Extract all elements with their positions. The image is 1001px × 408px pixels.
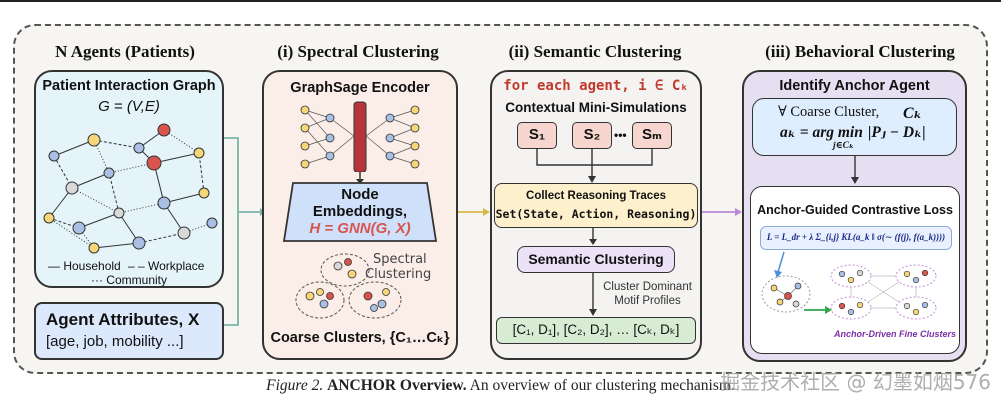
forall-symbol: Cₖ xyxy=(903,105,923,122)
heading-behavioral: (iii) Behavioral Clustering xyxy=(765,42,955,61)
figure-caption: Figure 2. ANCHOR Overview. An overview o… xyxy=(0,377,1001,395)
caption-title: ANCHOR Overview. xyxy=(327,377,467,394)
simulation-ellipsis: ••• xyxy=(614,128,627,142)
connector-spectral-to-semantic xyxy=(458,208,490,216)
caption-text: An overview of our clustering mechanism. xyxy=(469,377,735,394)
motif-label-2: Motif Profiles xyxy=(614,295,681,307)
legend-workplace: – – Workplace xyxy=(128,259,205,273)
arrow-anchor-to-loss xyxy=(851,156,859,184)
caption-figure-number: Figure 2. xyxy=(266,377,324,394)
anchor-formula-sub: j∈Cₖ xyxy=(833,141,854,151)
graph-title: Patient Interaction Graph xyxy=(42,78,216,94)
legend-household: — Household xyxy=(48,259,121,273)
watermark: 掘金技术社区 @ 幻墨如烟576 xyxy=(720,370,991,394)
spectral-label-2: Clustering xyxy=(365,267,432,282)
attributes-title: Agent Attributes, X xyxy=(46,310,200,329)
top-rule xyxy=(0,0,1001,2)
simulations-merge-arrows xyxy=(536,149,653,183)
node-embeddings-trapezoid xyxy=(283,182,437,242)
attributes-list: [age, job, mobility ...] xyxy=(46,333,184,350)
fine-clusters-label: Anchor-Driven Fine Clusters xyxy=(834,329,957,339)
loss-formula: L = L_dr + λ Σ_{i,j} KL(a_k ‖ σ(∼ (f(j),… xyxy=(760,226,952,250)
connector-semantic-to-behavioral xyxy=(702,208,742,216)
interaction-graph-figure xyxy=(43,123,218,254)
graph-formula: G = (V,E) xyxy=(98,98,160,115)
motif-label-1: Cluster Dominant xyxy=(603,281,692,293)
encoder-title: GraphSage Encoder xyxy=(290,80,430,96)
anchor-formula-box xyxy=(752,98,957,156)
for-each-agent-label: for each agent, i ∈ Cₖ xyxy=(503,78,689,94)
loss-title: Anchor-Guided Contrastive Loss xyxy=(757,203,953,217)
spectral-label-1: Spectral xyxy=(373,252,427,267)
identify-anchor-label: Identify Anchor Agent xyxy=(779,78,930,94)
fine-clusters-figure xyxy=(761,251,937,320)
arrow-encoder-to-embeddings xyxy=(356,172,364,184)
simulation-s2: S₂ xyxy=(572,122,612,149)
spectral-clusters-figure xyxy=(295,253,402,319)
connector-graph-to-spectral xyxy=(224,137,264,326)
collect-traces-title: Collect Reasoning Traces xyxy=(526,190,666,202)
heading-agents: N Agents (Patients) xyxy=(55,42,195,61)
forall-label: ∀ Coarse Cluster, xyxy=(778,104,880,120)
heading-spectral: (i) Spectral Clustering xyxy=(277,42,439,61)
simulation-sm: Sₘ xyxy=(632,122,672,149)
cluster-motif-result: [C₁, D₁], [C₂, D₂], … [Cₖ, Dₖ] xyxy=(496,317,696,344)
collect-traces-set: Set(State, Action, Reasoning) xyxy=(495,207,697,221)
collect-traces-box xyxy=(494,183,698,228)
semantic-clustering-box: Semantic Clustering xyxy=(517,246,675,273)
agent-attributes-panel xyxy=(34,302,224,360)
anchor-formula-lhs: aₖ = arg min xyxy=(780,124,863,141)
interaction-graph-panel xyxy=(34,70,224,288)
graphsage-network-icon xyxy=(300,101,420,172)
anchor-formula-rhs: |Pⱼ − Dₖ| xyxy=(868,124,926,141)
simulation-s1: S₁ xyxy=(517,122,557,149)
arrow-semantic-to-result xyxy=(589,273,597,316)
arrow-collect-to-semantic xyxy=(589,228,597,245)
heading-semantic: (ii) Semantic Clustering xyxy=(508,42,682,61)
legend-community: ··· Community xyxy=(90,273,167,287)
node-embeddings-label-2: Embeddings, xyxy=(312,203,408,220)
node-embeddings-label-1: Node xyxy=(341,186,379,203)
mini-simulations-label: Contextual Mini-Simulations xyxy=(505,100,687,115)
node-embeddings-formula: H = GNN(G, X) xyxy=(309,220,411,237)
coarse-clusters-label: Coarse Clusters, {C₁…Cₖ} xyxy=(270,330,450,346)
